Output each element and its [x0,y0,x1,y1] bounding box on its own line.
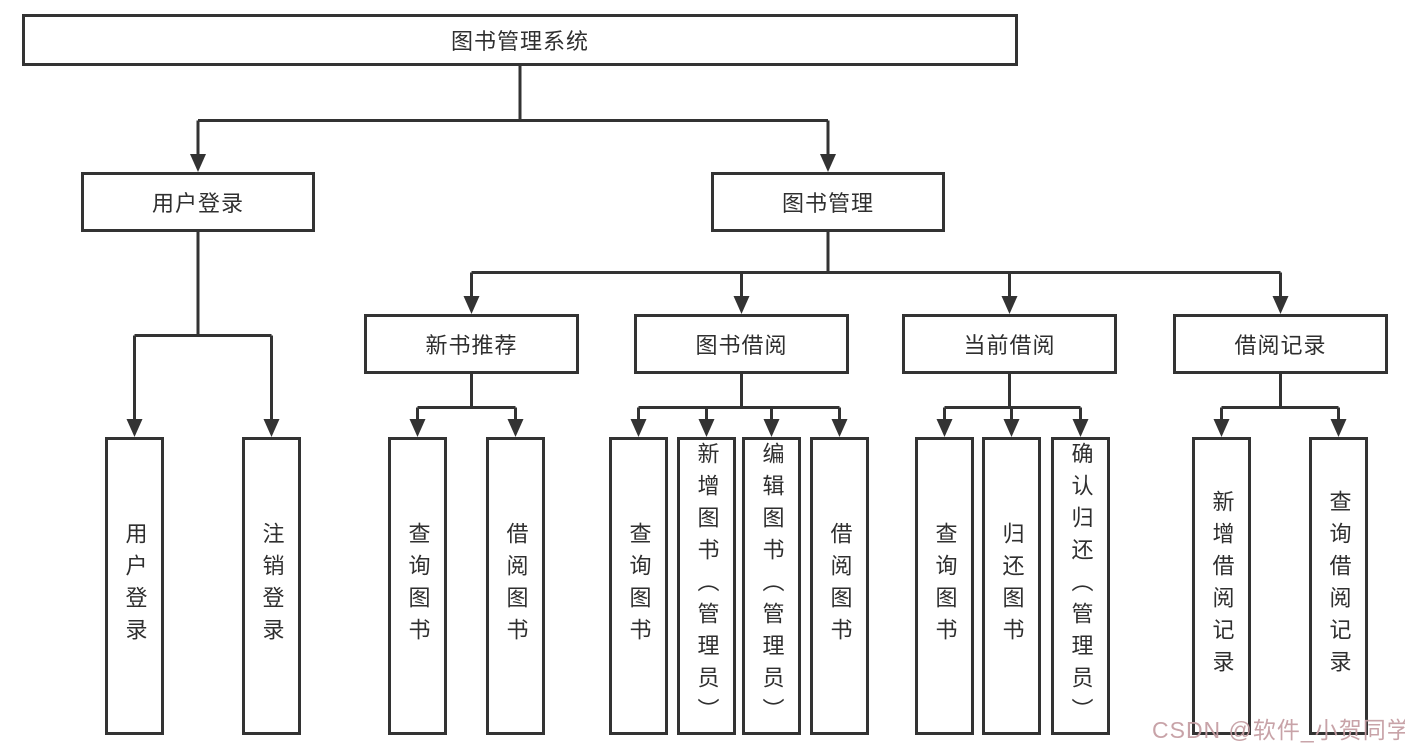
arrowhead [1272,296,1289,314]
leaf-return-books: 归还图书 [982,437,1041,735]
arrowhead [763,419,780,437]
arrowhead [1330,419,1347,437]
arrowhead [1001,296,1018,314]
csdn-watermark: CSDN @软件_小贺同学 [1152,717,1405,743]
connector-user-login-children [133,232,273,421]
leaf-label: 新增图书（管理员） [694,442,720,730]
leaf-edit-books-admin: 编辑图书（管理员） [742,437,801,735]
leaf-query-books-borrow: 查询图书 [609,437,668,735]
connector-borrow-record-children [1220,374,1340,421]
connector-book-management-children [470,232,1282,298]
node-user-login: 用户登录 [81,172,315,232]
leaf-borrow-books-recommend: 借阅图书 [486,437,545,735]
arrowhead [820,154,836,172]
arrowhead [1213,419,1230,437]
leaf-logout: 注销登录 [242,437,301,735]
arrowhead [1003,419,1020,437]
arrowhead [409,419,426,437]
node-root-system: 图书管理系统 [22,14,1018,66]
node-book-management: 图书管理 [711,172,945,232]
leaf-query-books-current: 查询图书 [915,437,974,735]
connector-new-book-children [416,374,517,421]
node-book-borrow: 图书借阅 [634,314,849,374]
leaf-label: 注销登录 [259,522,285,650]
arrowhead [507,419,524,437]
connector-root-to-level2 [196,66,830,156]
leaf-label: 新增借阅记录 [1209,490,1235,682]
leaf-user-login: 用户登录 [105,437,164,735]
leaf-label: 查询图书 [932,522,958,650]
leaf-label: 查询借阅记录 [1326,490,1352,682]
leaf-label: 归还图书 [999,522,1025,650]
arrowhead [698,419,715,437]
arrowhead [463,296,480,314]
leaf-label: 用户登录 [122,522,148,650]
leaf-label: 查询图书 [626,522,652,650]
connector-current-borrow-children [943,374,1082,421]
arrowhead [630,419,647,437]
leaf-query-books-recommend: 查询图书 [388,437,447,735]
arrowhead [126,419,143,437]
arrowhead [190,154,206,172]
arrowhead [733,296,750,314]
leaf-label: 编辑图书（管理员） [759,442,785,730]
connector-book-borrow-children [637,374,841,421]
leaf-add-borrow-record: 新增借阅记录 [1192,437,1251,735]
leaf-label: 查询图书 [405,522,431,650]
arrowhead [263,419,280,437]
leaf-label: 借阅图书 [503,522,529,650]
node-borrow-records: 借阅记录 [1173,314,1388,374]
leaf-label: 借阅图书 [827,522,853,650]
leaf-confirm-return-admin: 确认归还（管理员） [1051,437,1110,735]
node-current-borrow: 当前借阅 [902,314,1117,374]
arrowhead [1072,419,1089,437]
leaf-query-borrow-record: 查询借阅记录 [1309,437,1368,735]
arrowhead [936,419,953,437]
arrowhead [831,419,848,437]
leaf-borrow-books: 借阅图书 [810,437,869,735]
leaf-add-books-admin: 新增图书（管理员） [677,437,736,735]
node-new-book-recommend: 新书推荐 [364,314,579,374]
leaf-label: 确认归还（管理员） [1068,442,1094,730]
